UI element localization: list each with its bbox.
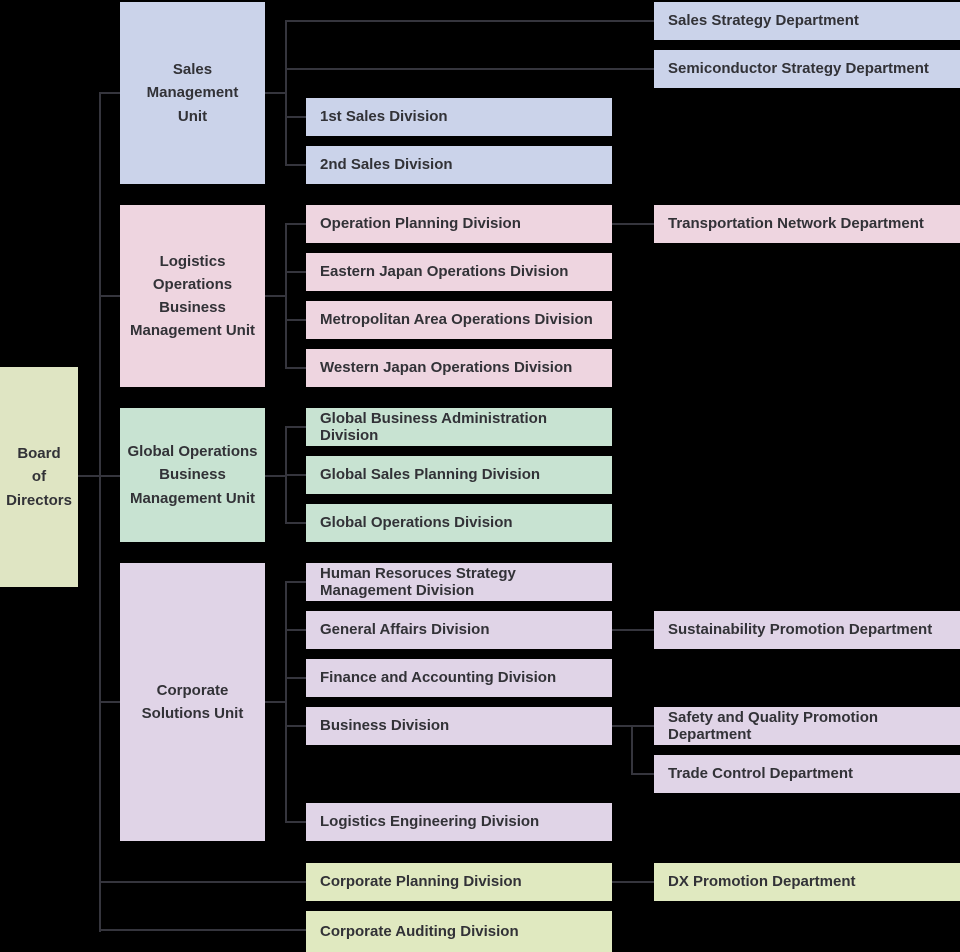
node-finance-and-accounting-division: Finance and Accounting Division [306,659,612,697]
node-operation-planning-division: Operation Planning Division [306,205,612,243]
connector-first-sales [286,116,306,118]
connector-logistics-vertical [285,223,287,369]
connector-second-sales [286,164,306,166]
connector-metropolitan-area [286,319,306,321]
connector-trunk-to-corporate-unit [100,701,120,703]
node-sustainability-promotion-department: Sustainability Promotion Department [654,611,960,649]
node-global-operations-business-management-unit: Global Operations Business Management Un… [120,408,265,542]
node-logistics-operations-business-management-unit: Logistics Operations Business Management… [120,205,265,387]
connector-transportation-network [612,223,654,225]
connector-logistics-stub [265,295,286,297]
connector-logistics-engineering [286,821,306,823]
connector-finance-accounting [286,677,306,679]
node-1st-sales-division: 1st Sales Division [306,98,612,136]
connector-operation-planning [286,223,306,225]
connector-global-sales-planning [286,474,306,476]
connector-global-stub [265,475,286,477]
connector-trunk-to-sales-unit [100,92,120,94]
connector-corporate-stub [265,701,286,703]
connector-corporate-vertical [285,581,287,823]
connector-sales-stub [265,92,286,94]
node-western-japan-operations-division: Western Japan Operations Division [306,349,612,387]
connector-trunk-to-logistics-unit [100,295,120,297]
connector-trunk-to-corporate-planning [100,881,306,883]
node-corporate-planning-division: Corporate Planning Division [306,863,612,901]
connector-trade-control [631,773,654,775]
connector-global-business-admin [286,426,306,428]
node-eastern-japan-operations-division: Eastern Japan Operations Division [306,253,612,291]
node-sales-management-unit: Sales Management Unit [120,2,265,184]
node-corporate-auditing-division: Corporate Auditing Division [306,911,612,952]
connector-general-affairs [286,629,306,631]
connector-sustainability [612,629,654,631]
connector-board-to-trunk [78,475,120,477]
node-corporate-solutions-unit: Corporate Solutions Unit [120,563,265,841]
node-sales-strategy-department: Sales Strategy Department [654,2,960,40]
node-global-operations-division: Global Operations Division [306,504,612,542]
connector-trunk-to-corporate-auditing [100,929,306,931]
connector-sales-vertical [285,20,287,166]
connector-trunk [99,92,101,932]
node-business-division: Business Division [306,707,612,745]
node-global-sales-planning-division: Global Sales Planning Division [306,456,612,494]
node-semiconductor-strategy-department: Semiconductor Strategy Department [654,50,960,88]
node-trade-control-department: Trade Control Department [654,755,960,793]
connector-safety-quality [612,725,654,727]
node-dx-promotion-department: DX Promotion Department [654,863,960,901]
connector-business-division-vertical [631,725,633,775]
connector-sales-strategy [286,20,654,22]
node-metropolitan-area-operations-division: Metropolitan Area Operations Division [306,301,612,339]
node-safety-and-quality-promotion-department: Safety and Quality Promotion Department [654,707,960,745]
node-human-resources-strategy-management-division: Human Resoruces Strategy Management Divi… [306,563,612,601]
connector-hr-strategy [286,581,306,583]
node-2nd-sales-division: 2nd Sales Division [306,146,612,184]
connector-business-division [286,725,306,727]
connector-semiconductor-strategy [286,68,654,70]
node-logistics-engineering-division: Logistics Engineering Division [306,803,612,841]
connector-dx-promotion [612,881,654,883]
node-general-affairs-division: General Affairs Division [306,611,612,649]
node-transportation-network-department: Transportation Network Department [654,205,960,243]
node-global-business-administration-division: Global Business Administration Division [306,408,612,446]
connector-eastern-japan [286,271,306,273]
connector-global-operations [286,522,306,524]
node-board-of-directors: Board of Directors [0,367,78,587]
connector-western-japan [286,367,306,369]
